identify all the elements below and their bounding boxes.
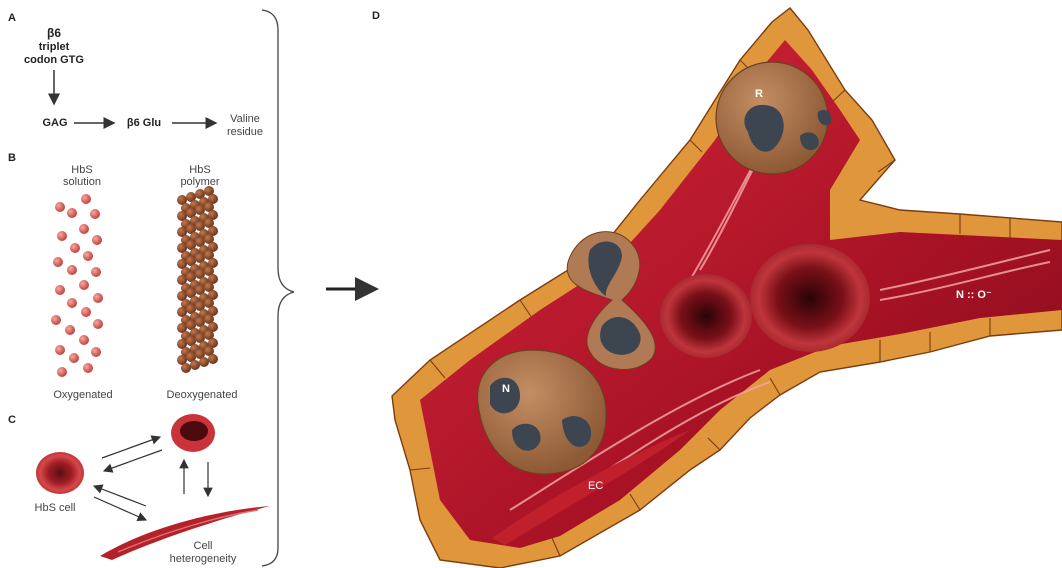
endothelial-cell-label: EC [588, 480, 603, 492]
vessel-cross-section [750, 244, 870, 352]
vessel-cross-section [660, 274, 752, 358]
nitric-oxide-label: N :: O⁻ [956, 288, 992, 301]
leukocyte-n-label: N [502, 383, 510, 395]
leukocyte-r-label: R [755, 88, 763, 100]
